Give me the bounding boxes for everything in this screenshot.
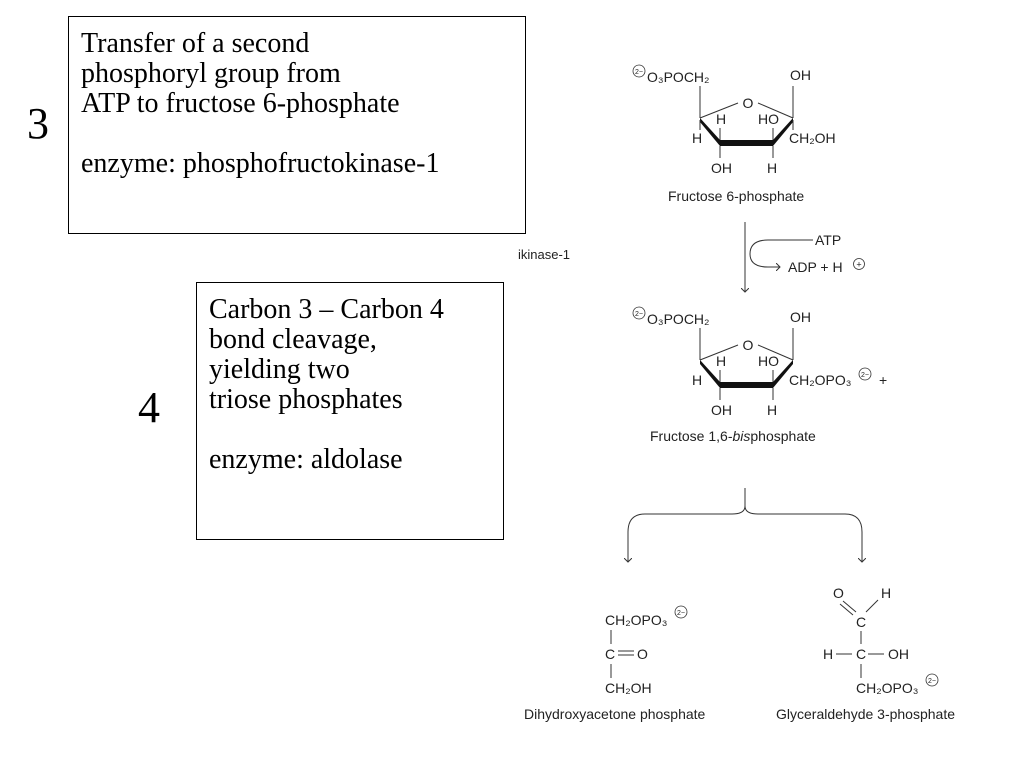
step-4-line-2: bond cleavage, <box>209 324 377 355</box>
g3p-bottom-group: CH₂OPO₃ <box>856 680 918 696</box>
fructose-1-6-bisphosphate-structure: 2− O₃POCH₂ O OH H HO H CH₂OPO₃ 2− + OH H… <box>632 306 887 444</box>
c3-bottom-hydrogen: H <box>767 402 777 418</box>
c1-group: CH₂OH <box>789 130 836 146</box>
c3-hydroxyl: HO <box>758 353 779 369</box>
dhap-bottom-group: CH₂OH <box>605 680 652 696</box>
pfk-reaction-arrow: ATP ADP + H + <box>745 222 865 292</box>
fructose-6-phosphate-label: Fructose 6-phosphate <box>668 188 804 204</box>
dihydroxyacetone-phosphate-label: Dihydroxyacetone phosphate <box>524 706 706 722</box>
step-4-number: 4 <box>138 383 160 432</box>
dihydroxyacetone-phosphate-structure: CH₂OPO₃ 2− C O CH₂OH Dihydroxyacetone ph… <box>524 605 706 722</box>
c4-bottom-hydroxyl: OH <box>711 402 732 418</box>
glyceraldehyde-3-phosphate-structure: O H C H C OH CH₂OPO₃ 2− Glyceraldehyde 3… <box>776 585 955 722</box>
c6-phosphate-group: O₃POCH₂ <box>647 311 709 327</box>
step-3-line-2: phosphoryl group from <box>81 58 341 89</box>
fructose-6-phosphate-structure: 2− O₃POCH₂ O OH H HO H CH₂OH OH H Fructo… <box>632 64 836 204</box>
step-3-line-3: ATP to fructose 6-phosphate <box>81 88 400 119</box>
dhap-carbonyl-oxygen: O <box>637 646 648 662</box>
c4-hydrogen: H <box>716 353 726 369</box>
anomeric-oh: OH <box>790 309 811 325</box>
charge-circle <box>632 64 646 78</box>
aldolase-split-arrows <box>628 488 862 562</box>
glyceraldehyde-3-phosphate-label: Glyceraldehyde 3-phosphate <box>776 706 955 722</box>
g3p-c2: C <box>856 646 866 662</box>
step-4-line-3: yielding two <box>209 354 350 385</box>
step-4-description-box: Carbon 3 – Carbon 4 bond cleavage, yield… <box>196 282 504 540</box>
charge-label: 2− <box>861 372 869 379</box>
proton-charge: + <box>856 260 861 270</box>
step-3-enzyme: enzyme: phosphofructokinase-1 <box>81 148 440 179</box>
adp-proton-label: ADP + H <box>788 259 843 275</box>
charge-label: 2− <box>928 678 936 685</box>
c5-hydrogen: H <box>692 372 702 388</box>
ring-oxygen: O <box>743 337 754 353</box>
ring-oxygen: O <box>743 95 754 111</box>
g3p-c1: C <box>856 614 866 630</box>
proton-charge-circle <box>853 258 865 270</box>
step-3-number: 3 <box>27 99 49 148</box>
c5-hydrogen: H <box>692 130 702 146</box>
partial-enzyme-label: ikinase-1 <box>518 247 570 262</box>
c3-hydroxyl: HO <box>758 111 779 127</box>
c6-phosphate-group: O₃POCH₂ <box>647 69 709 85</box>
step-4-enzyme: enzyme: aldolase <box>209 444 403 475</box>
g3p-aldehyde-oxygen: O <box>833 585 844 601</box>
plus-sign: + <box>879 372 887 388</box>
fructose-1-6-bisphosphate-label: Fructose 1,6-bisphosphate <box>650 428 816 444</box>
dhap-carbonyl-carbon: C <box>605 646 615 662</box>
c1-phosphate-group: CH₂OPO₃ <box>789 372 851 388</box>
c4-bottom-hydroxyl: OH <box>711 160 732 176</box>
step-4-line-4: triose phosphates <box>209 384 403 415</box>
step-4-line-1: Carbon 3 – Carbon 4 <box>209 294 444 325</box>
g3p-c2-hydrogen: H <box>823 646 833 662</box>
step-3-line-1: Transfer of a second <box>81 28 310 59</box>
atp-label: ATP <box>815 232 841 248</box>
c3-bottom-hydrogen: H <box>767 160 777 176</box>
c4-hydrogen: H <box>716 111 726 127</box>
anomeric-oh: OH <box>790 67 811 83</box>
charge-label: 2− <box>635 69 643 76</box>
step-3-description-box: Transfer of a second phosphoryl group fr… <box>68 16 526 234</box>
dhap-top-group: CH₂OPO₃ <box>605 612 667 628</box>
g3p-c2-hydroxyl: OH <box>888 646 909 662</box>
charge-label: 2− <box>677 610 685 617</box>
g3p-aldehyde-hydrogen: H <box>881 585 891 601</box>
charge-label: 2− <box>635 311 643 318</box>
